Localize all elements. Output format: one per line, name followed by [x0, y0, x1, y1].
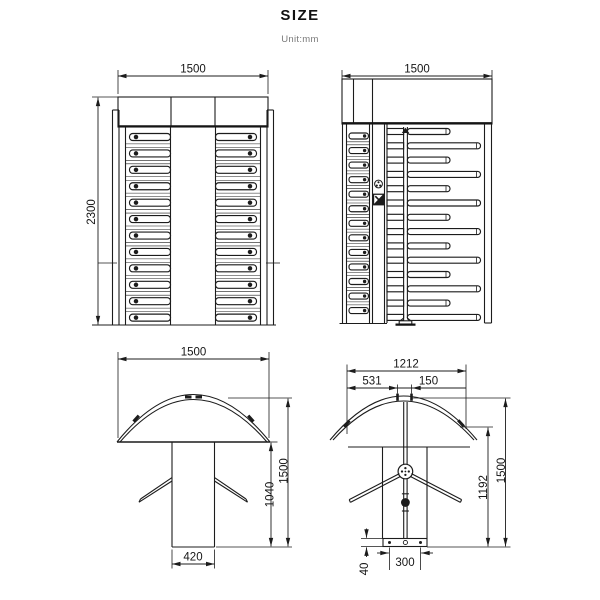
front-view: 1500 2300	[86, 64, 280, 326]
canopy-arc-inner	[119, 399, 268, 443]
shaft-pivot	[401, 498, 410, 507]
logo-roundel-icon	[374, 179, 383, 189]
dim-side-width: 1500	[404, 64, 430, 76]
dim-mech-side-canopy-left: 531	[362, 376, 381, 388]
side-view-rotor-bars	[346, 127, 482, 321]
dim-mech-side-total-height: 1500	[496, 458, 508, 484]
dim-mech-side-plate-width: 300	[395, 557, 414, 569]
canopy-arc-outer	[116, 394, 271, 443]
tripod-arms	[348, 473, 463, 503]
sheet-header: SIZE Unit:mm	[0, 7, 600, 45]
dim-mech-front-width: 1500	[181, 347, 207, 359]
dim-mech-front-column-height: 1040	[265, 482, 277, 508]
side-view: 1500	[339, 64, 493, 326]
unit-label: Unit:mm	[281, 34, 319, 45]
dim-mech-side-plate-thickness: 40	[359, 563, 371, 576]
dim-mech-side-canopy-width: 1212	[393, 359, 419, 371]
dim-mech-front-column-width: 420	[183, 552, 202, 564]
page-title: SIZE	[280, 7, 320, 24]
rotor-hub	[397, 463, 414, 480]
base-plate	[382, 537, 428, 548]
dim-mech-front-total-height: 1500	[279, 458, 291, 484]
front-view-grille-bars	[125, 132, 261, 322]
rotor-top-bearing	[401, 127, 410, 133]
dim-front-width: 1500	[180, 64, 206, 76]
mechanism-side-view: 1212 531 150	[329, 359, 511, 576]
mechanism-front-view: 1500 420	[116, 347, 292, 569]
card-reader-icon	[372, 193, 385, 206]
dim-mech-side-cap-width: 150	[419, 376, 438, 388]
canopy-arc-inner	[332, 400, 475, 441]
dim-mech-side-hub-height: 1192	[478, 475, 490, 500]
turnstile-arms	[138, 477, 248, 503]
dim-front-height: 2300	[86, 199, 98, 225]
